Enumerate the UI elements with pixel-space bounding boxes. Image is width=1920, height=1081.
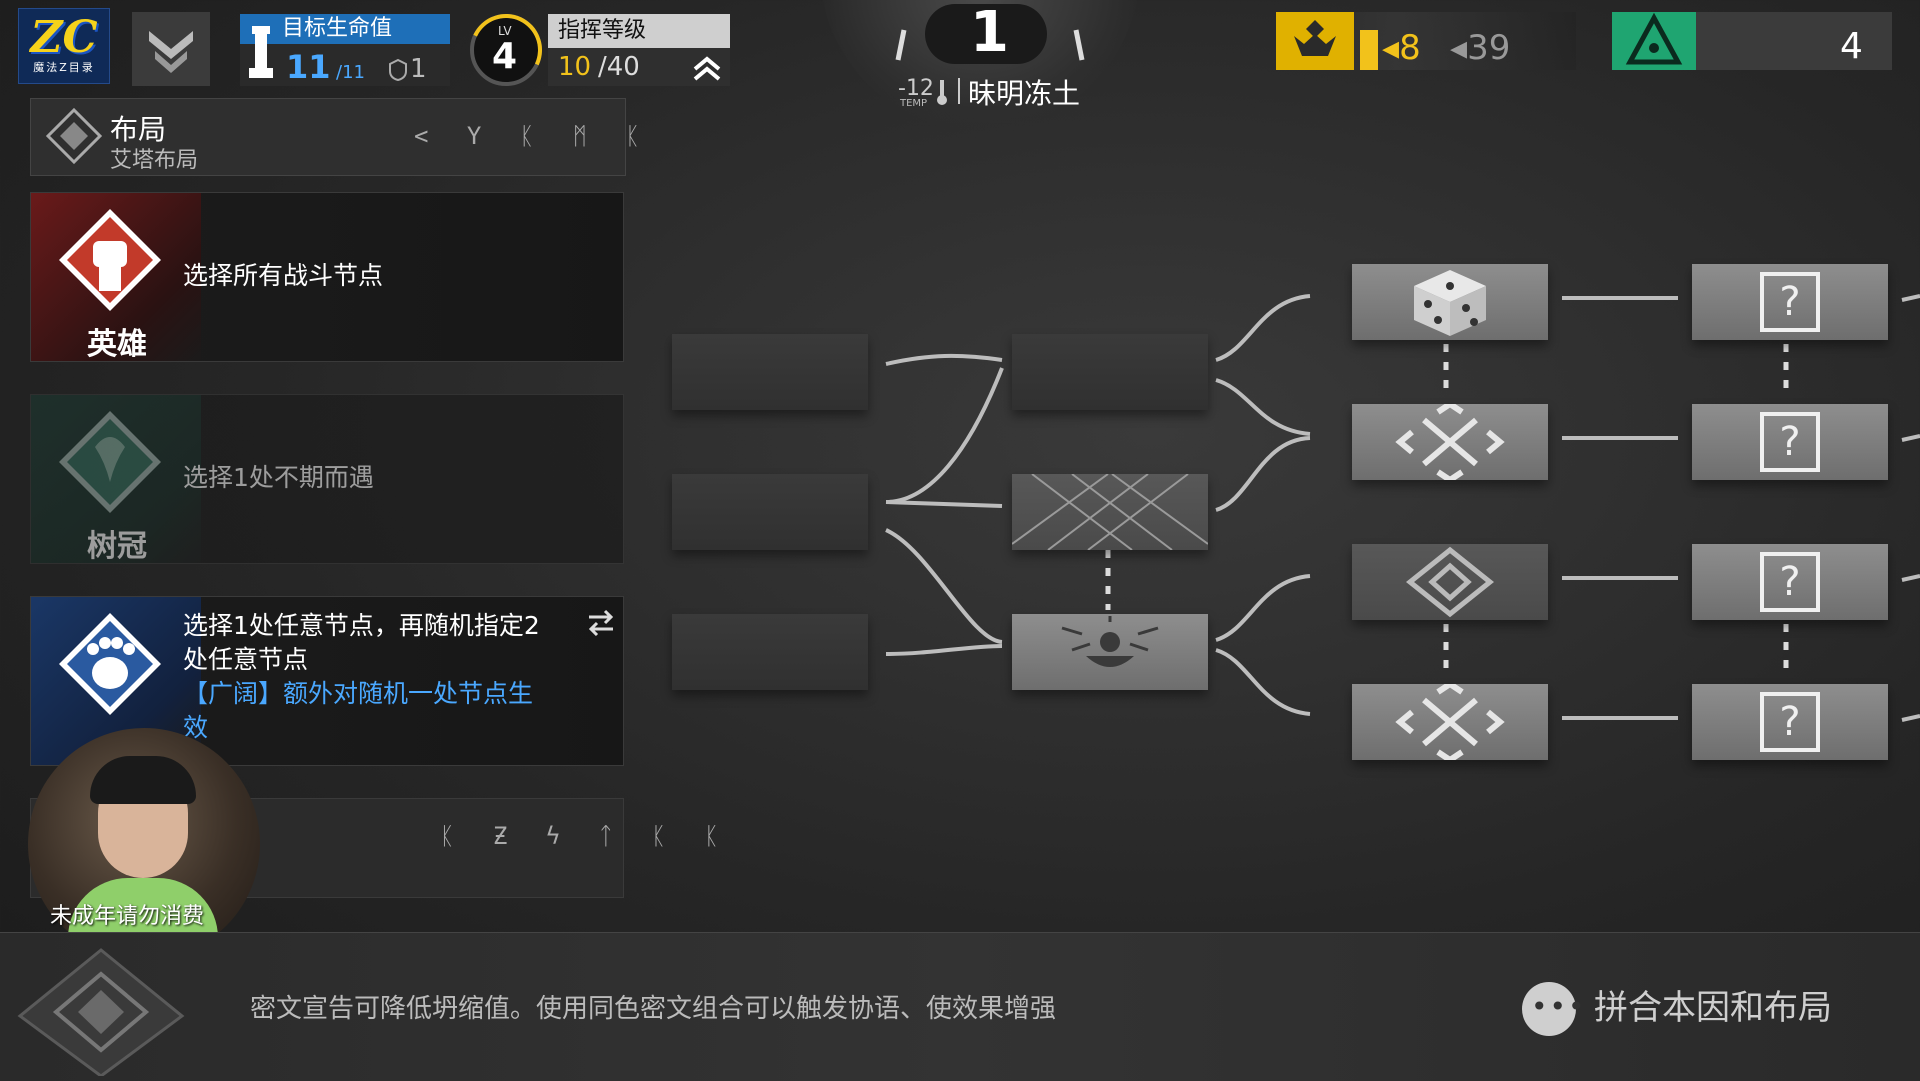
dice-icon xyxy=(1414,270,1486,336)
map-node-crossed[interactable] xyxy=(1012,474,1208,550)
layout-subtitle: 艾塔布局 xyxy=(110,148,199,173)
hint-text: 密文宣告可降低坍缩值。使用同色密文组合可以触发协语、使效果增强 xyxy=(250,994,1057,1024)
map-node-unknown[interactable]: ? xyxy=(1692,684,1888,760)
tree-spirit-icon xyxy=(59,411,161,513)
crown-resource-icon[interactable] xyxy=(1276,12,1354,70)
map-node-empty[interactable] xyxy=(672,334,868,410)
map-node-dice[interactable] xyxy=(1352,264,1548,340)
shield-icon xyxy=(389,58,407,82)
cross-arrows-icon xyxy=(1395,404,1505,480)
gray-resource-value: ◂39 xyxy=(1450,28,1511,68)
map-node-empty[interactable] xyxy=(672,474,868,550)
card-name: 树冠 xyxy=(87,529,147,564)
command-level-max: /40 xyxy=(598,52,640,82)
level-ring xyxy=(470,14,542,86)
command-level-label: 指挥等级 xyxy=(548,14,730,48)
tower-icon xyxy=(249,26,273,78)
map-node-cross-arrows[interactable] xyxy=(1352,404,1548,480)
layout-title: 布局 xyxy=(110,113,167,146)
card-description-line1: 选择1处任意节点，再随机指定2 xyxy=(183,611,540,640)
triangle-resource-strip xyxy=(1696,12,1892,70)
logo-subtext: 魔法Z目录 xyxy=(33,61,95,74)
round-number: 1 xyxy=(970,0,1009,65)
streamer-caption: 未成年请勿消费 xyxy=(50,904,205,929)
hp-max: /11 xyxy=(336,62,365,83)
gold-resource-value: ◂8 xyxy=(1382,28,1421,68)
question-icon: ? xyxy=(1692,684,1888,760)
dial-ticks xyxy=(895,29,1085,61)
chat-dots: ••• xyxy=(1531,990,1587,1023)
layout-card-hero[interactable]: 英雄 选择所有战斗节点 xyxy=(30,192,624,362)
map-node-cross-arrows[interactable] xyxy=(1352,684,1548,760)
map-node-diamond-arrows[interactable] xyxy=(1352,544,1548,620)
triangle-resource-icon[interactable] xyxy=(1612,12,1696,70)
layout-header xyxy=(30,98,626,176)
map-node-sun-bowl[interactable] xyxy=(1012,614,1208,690)
map-node-unknown[interactable]: ? xyxy=(1692,264,1888,340)
location-name: 昧明冻土 xyxy=(968,77,1081,110)
crossed-lines-icon xyxy=(1012,474,1208,550)
round-counter-pill xyxy=(925,4,1047,64)
level-value: 4 xyxy=(492,36,518,77)
level-label: LV xyxy=(498,24,512,38)
combine-layout-button[interactable]: 拼合本因和布局 xyxy=(1594,988,1832,1028)
app-logo: ZC 魔法Z目录 xyxy=(18,8,110,84)
paw-icon xyxy=(59,613,161,715)
fist-icon xyxy=(59,209,161,311)
target-hp-panel: 目标生命值 11 /11 1 xyxy=(240,14,450,86)
cipher-emblem-icon[interactable] xyxy=(16,946,186,1076)
chevron-up-icon[interactable] xyxy=(692,56,722,82)
streamer-webcam xyxy=(28,728,260,960)
triangle-resource-value: 4 xyxy=(1840,26,1863,67)
hp-value: 11 xyxy=(286,48,331,86)
resource-bar xyxy=(1360,30,1378,70)
divider xyxy=(958,78,960,104)
chat-bubble-icon[interactable] xyxy=(1522,982,1576,1036)
node-connections xyxy=(885,294,1920,722)
sun-bowl-icon xyxy=(1061,616,1159,667)
rune-row-2: ᛕ Ƶ ϟ ᛏ ᛕ ᛕ xyxy=(440,822,731,850)
refresh-arrows-icon[interactable] xyxy=(583,605,619,641)
bottom-bar xyxy=(0,932,1920,1081)
temperature-value: -12 xyxy=(898,76,934,101)
layout-diamond-icon xyxy=(45,107,103,165)
diamond-arrows-icon xyxy=(1405,546,1495,618)
card-extra-effect: 【广阔】额外对随机一处节点生 xyxy=(183,679,534,708)
card-description: 选择所有战斗节点 xyxy=(183,261,384,290)
map-node-unknown[interactable]: ? xyxy=(1692,544,1888,620)
map-node-empty[interactable] xyxy=(1012,334,1208,410)
logo-text: ZC xyxy=(30,12,98,63)
card-description: 选择1处不期而遇 xyxy=(183,463,374,492)
question-icon: ? xyxy=(1692,544,1888,620)
squad-emblem-icon[interactable] xyxy=(132,12,210,86)
layout-card-canopy[interactable]: 树冠 选择1处不期而遇 xyxy=(30,394,624,564)
card-description-line2: 处任意节点 xyxy=(183,645,309,674)
command-level-value: 10 xyxy=(558,52,592,82)
card-name: 英雄 xyxy=(87,327,147,362)
cross-arrows-icon xyxy=(1395,684,1505,760)
map-node-unknown[interactable]: ? xyxy=(1692,404,1888,480)
temperature-label: TEMP xyxy=(900,98,928,109)
map-node-empty[interactable] xyxy=(672,614,868,690)
rune-row: < Y ᛕ ᛗ ᛕ xyxy=(414,122,652,150)
thermometer-icon xyxy=(937,80,947,105)
shield-value: 1 xyxy=(410,54,427,84)
question-icon: ? xyxy=(1692,404,1888,480)
hp-label: 目标生命值 xyxy=(240,14,450,44)
question-icon: ? xyxy=(1692,264,1888,340)
